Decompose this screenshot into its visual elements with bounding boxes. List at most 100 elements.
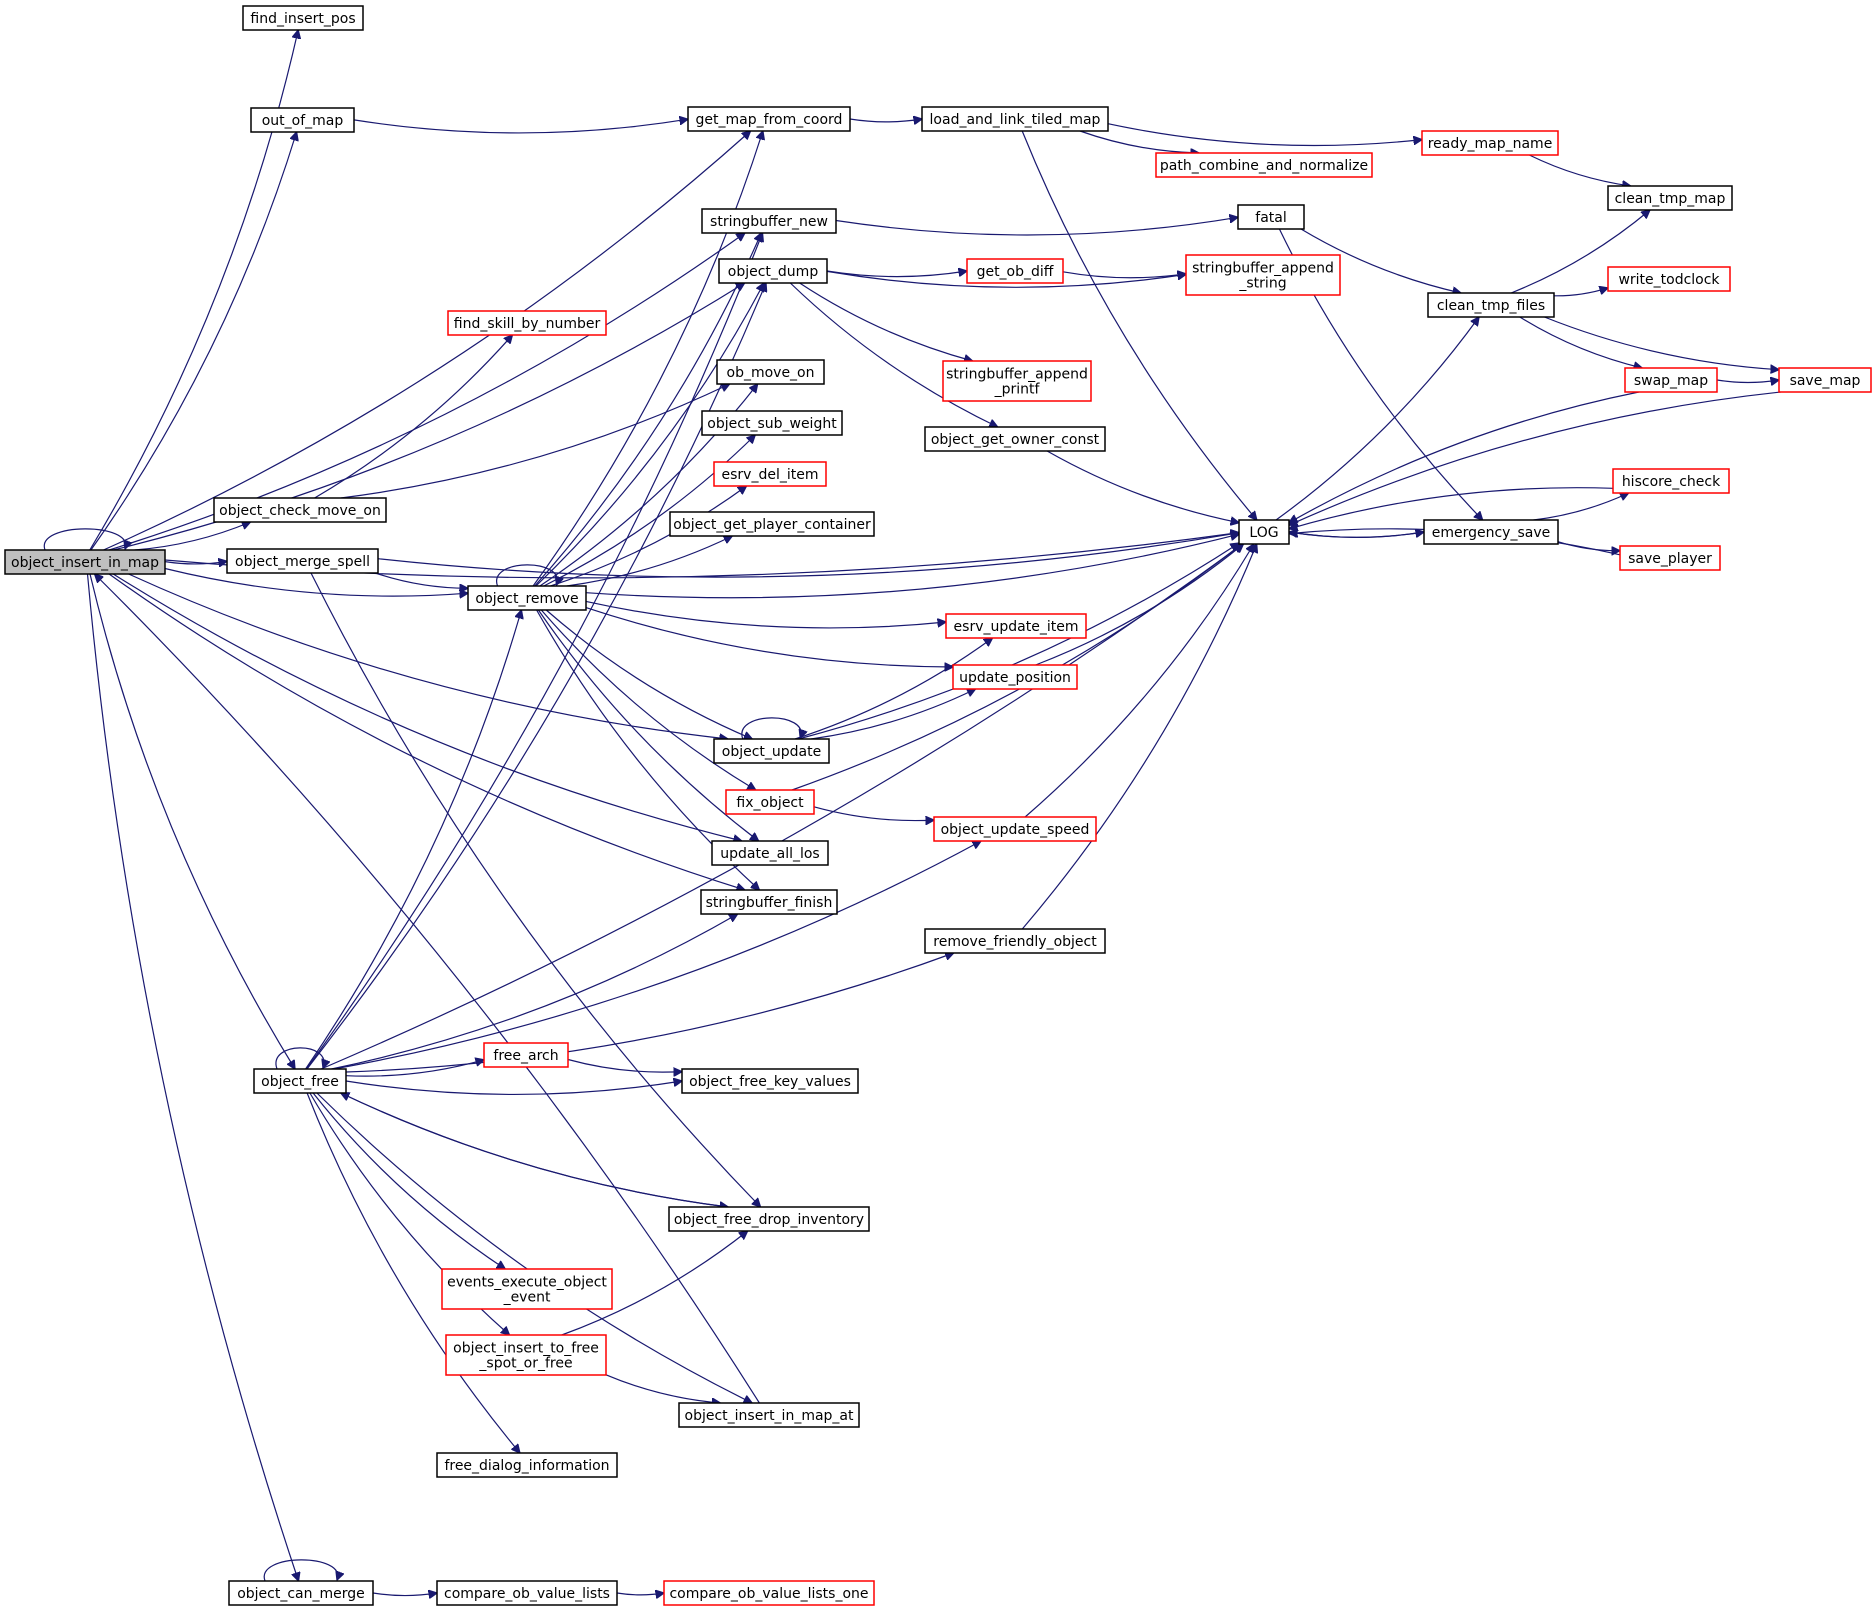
node-object-free-drop-inventory[interactable]: object_free_drop_inventory <box>668 1206 870 1232</box>
nodes: object_insert_in_map find_insert_pos out_o… <box>4 5 1872 1606</box>
edge-object_free-to-object_free_key_values <box>345 1081 682 1096</box>
node-update-position[interactable]: update_position <box>952 664 1078 690</box>
node-box <box>213 497 387 523</box>
node-out-of-map[interactable]: out_of_map <box>250 107 355 133</box>
node-object-update-speed[interactable]: object_update_speed <box>933 816 1097 842</box>
node-object-insert-in-map[interactable]: object_insert_in_map <box>4 549 166 575</box>
node-object-insert-to-free-spot-or-free[interactable]: object_insert_to_free_spot_or_free <box>445 1334 607 1376</box>
node-get-map-from-coord[interactable]: get_map_from_coord <box>687 106 851 132</box>
node-clean-tmp-files[interactable]: clean_tmp_files <box>1427 292 1555 318</box>
node-object-remove[interactable]: object_remove <box>467 585 587 611</box>
node-label: clean_tmp_files <box>1437 298 1545 314</box>
node-box <box>933 816 1097 842</box>
node-object-can-merge[interactable]: object_can_merge <box>228 1580 374 1606</box>
node-hiscore-check[interactable]: hiscore_check <box>1612 468 1730 494</box>
node-stringbuffer-new[interactable]: stringbuffer_new <box>701 208 837 234</box>
node-save-map[interactable]: save_map <box>1778 367 1872 393</box>
node-label: find_insert_pos <box>250 11 355 27</box>
edge-out_of_map-to-get_map_from_coord <box>353 119 688 134</box>
node-box <box>1155 152 1373 178</box>
node-object-check-move-on[interactable]: object_check_move_on <box>213 497 387 523</box>
edge-object_remove-to-get_map_from_coord <box>532 131 763 587</box>
node-label: update_all_los <box>720 846 819 862</box>
node-label: find_skill_by_number <box>454 316 601 332</box>
node-emergency-save[interactable]: emergency_save <box>1423 519 1559 545</box>
node-label: object_update <box>722 744 821 760</box>
node-box <box>713 738 830 764</box>
edge-object_insert_in_map-to-object_dump <box>113 283 744 551</box>
edge-object_insert_in_map_at-to-object_insert_in_map <box>95 574 760 1404</box>
node-free-arch[interactable]: free_arch <box>483 1042 569 1068</box>
node-object-get-player-container[interactable]: object_get_player_container <box>669 511 875 537</box>
node-box <box>4 549 166 575</box>
node-label: object_remove <box>475 591 578 607</box>
node-load-and-link-tiled-map[interactable]: load_and_link_tiled_map <box>921 106 1109 132</box>
node-label: object_check_move_on <box>219 503 381 519</box>
node-save-player[interactable]: save_player <box>1619 545 1721 571</box>
node-box <box>483 1042 569 1068</box>
edge-object_can_merge-to-compare_ob_value_lists <box>372 1593 437 1596</box>
node-label-line: fix_object <box>736 795 804 811</box>
edge-compare_ob_value_lists-to-compare_ob_value_lists_one <box>616 1593 664 1595</box>
node-label-line: free_arch <box>493 1048 558 1064</box>
node-object-insert-in-map-at[interactable]: object_insert_in_map_at <box>678 1402 860 1428</box>
node-label: object_free_key_values <box>689 1074 851 1090</box>
node-find-skill-by-number[interactable]: find_skill_by_number <box>447 310 607 336</box>
node-stringbuffer-append-printf[interactable]: stringbuffer_append_printf <box>942 360 1092 402</box>
node-label-line: object_sub_weight <box>707 416 837 432</box>
node-LOG[interactable]: LOG <box>1238 519 1290 545</box>
node-label: object_can_merge <box>237 1586 365 1602</box>
edge-fatal-to-clean_tmp_files <box>1300 228 1461 293</box>
node-compare-ob-value-lists-one[interactable]: compare_ob_value_lists_one <box>663 1580 875 1606</box>
node-label: stringbuffer_append_string <box>1192 261 1334 292</box>
node-find-insert-pos[interactable]: find_insert_pos <box>242 5 364 31</box>
edge-load_and_link_tiled_map-to-path_combine_and_normalize <box>1079 130 1199 153</box>
node-label-line: _spot_or_free <box>478 1356 572 1372</box>
node-compare-ob-value-lists[interactable]: compare_ob_value_lists <box>436 1580 618 1606</box>
node-label-line: object_free_drop_inventory <box>674 1212 864 1228</box>
node-label-line: object_can_merge <box>237 1586 365 1602</box>
node-clean-tmp-map[interactable]: clean_tmp_map <box>1607 185 1733 211</box>
node-path-combine-and-normalize[interactable]: path_combine_and_normalize <box>1155 152 1373 178</box>
node-esrv-del-item[interactable]: esrv_del_item <box>713 461 827 487</box>
node-label-line: emergency_save <box>1432 525 1551 541</box>
node-fatal[interactable]: fatal <box>1237 204 1305 230</box>
node-box <box>467 585 587 611</box>
node-stringbuffer-append-string[interactable]: stringbuffer_append_string <box>1185 254 1341 296</box>
node-label-line: object_dump <box>728 264 819 280</box>
node-free-dialog-information[interactable]: free_dialog_information <box>436 1452 618 1478</box>
node-object-update[interactable]: object_update <box>713 738 830 764</box>
node-object-free-key-values[interactable]: object_free_key_values <box>681 1068 859 1094</box>
node-label: object_insert_to_free_spot_or_free <box>453 1341 599 1372</box>
node-update-all-los[interactable]: update_all_los <box>711 840 829 866</box>
node-label: hiscore_check <box>1622 474 1721 490</box>
node-object-sub-weight[interactable]: object_sub_weight <box>701 410 843 436</box>
node-object-get-owner-const[interactable]: object_get_owner_const <box>924 426 1106 452</box>
edge-object_remove-to-fix_object <box>540 609 755 790</box>
node-events-execute-object-event[interactable]: events_execute_object_event <box>441 1268 613 1310</box>
node-box <box>713 461 827 487</box>
node-object-free[interactable]: object_free <box>253 1068 347 1094</box>
edge-ready_map_name-to-clean_tmp_map <box>1529 154 1630 186</box>
node-label-line: clean_tmp_files <box>1437 298 1545 314</box>
node-box <box>663 1580 875 1606</box>
node-label-line: LOG <box>1249 525 1278 541</box>
node-ready-map-name[interactable]: ready_map_name <box>1421 130 1559 156</box>
node-object-dump[interactable]: object_dump <box>718 258 828 284</box>
edge-object_free-to-events_execute_object_event <box>312 1092 505 1269</box>
node-label-line: ready_map_name <box>1428 136 1553 152</box>
node-ob-move-on[interactable]: ob_move_on <box>716 359 825 385</box>
node-get-ob-diff[interactable]: get_ob_diff <box>966 258 1064 284</box>
node-fix-object[interactable]: fix_object <box>725 789 815 815</box>
edge-hiscore_check-to-LOG <box>1289 487 1614 529</box>
node-remove-friendly-object[interactable]: remove_friendly_object <box>924 928 1106 954</box>
node-stringbuffer-finish[interactable]: stringbuffer_finish <box>700 889 838 915</box>
edge-object_get_owner_const-to-LOG <box>1046 450 1239 523</box>
node-object-merge-spell[interactable]: object_merge_spell <box>226 548 379 574</box>
node-write-todclock[interactable]: write_todclock <box>1607 266 1731 292</box>
node-label: ready_map_name <box>1428 136 1553 152</box>
node-swap-map[interactable]: swap_map <box>1624 367 1718 393</box>
node-box <box>924 426 1106 452</box>
node-esrv-update-item[interactable]: esrv_update_item <box>945 613 1087 639</box>
node-box <box>924 928 1106 954</box>
